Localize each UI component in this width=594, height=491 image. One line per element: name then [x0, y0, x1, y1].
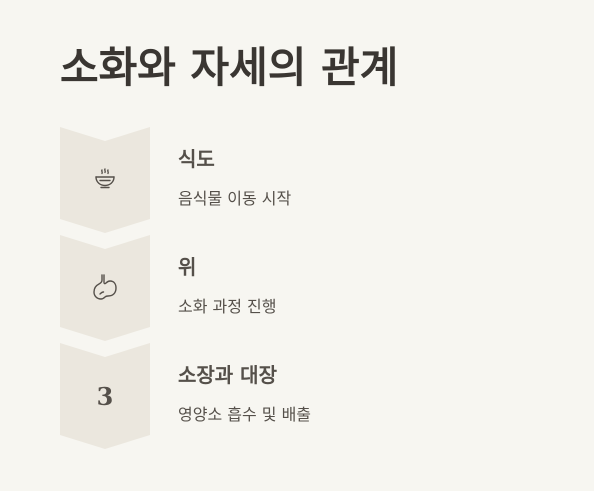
- step-chevron: [60, 343, 150, 449]
- step-number: 3: [96, 381, 114, 411]
- page-title: 소화와 자세의 관계: [60, 43, 399, 92]
- step-description: 음식물 이동 시작: [178, 189, 292, 208]
- step-description: 영양소 흡수 및 배출: [178, 405, 312, 424]
- step-title: 위: [178, 255, 197, 279]
- bowl-icon: [95, 168, 115, 189]
- step-esophagus: 식도 음식물 이동 시작: [60, 127, 560, 235]
- step-chevron: [60, 235, 150, 341]
- stomach-icon: [93, 274, 117, 300]
- step-intestines: 3 소장과 대장 영양소 흡수 및 배출: [60, 343, 560, 451]
- step-title: 식도: [178, 147, 215, 171]
- step-description: 소화 과정 진행: [178, 297, 277, 316]
- step-title: 소장과 대장: [178, 363, 277, 387]
- step-stomach: 위 소화 과정 진행: [60, 235, 560, 343]
